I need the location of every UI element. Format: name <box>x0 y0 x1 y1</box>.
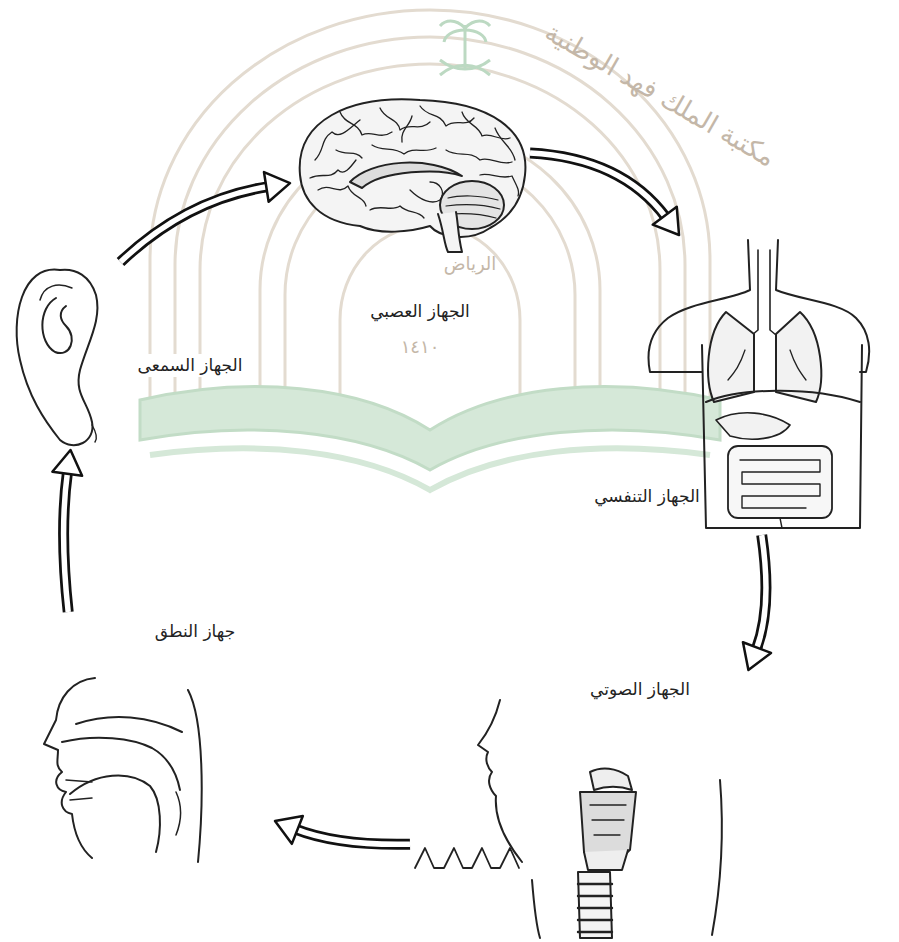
drawing-stroke <box>92 425 96 442</box>
watermark-emblem <box>440 21 490 75</box>
flow-arrow <box>121 172 291 262</box>
articulation-drawing <box>44 678 202 862</box>
drawing-stroke <box>340 225 520 420</box>
drawing-stroke <box>780 518 782 528</box>
system-label: الجهاز العصبي <box>367 300 473 323</box>
drawing-stroke <box>478 700 522 862</box>
watermark-book <box>140 387 720 490</box>
drawing-stroke <box>340 112 392 135</box>
drawing-stroke <box>318 186 366 206</box>
drawing-stroke <box>590 769 632 790</box>
drawing-stroke <box>728 350 806 380</box>
drawing-stroke <box>532 880 540 938</box>
drawing-stroke <box>578 872 612 938</box>
system-label: الجهاز السمعى <box>135 354 246 377</box>
drawing-stroke <box>310 106 519 218</box>
drawing-stroke <box>584 850 628 870</box>
drawing-stroke <box>464 25 467 70</box>
drawing-stroke <box>708 312 754 402</box>
flow-arrow <box>530 153 679 235</box>
vocal-system: الجهاز الصوتي <box>410 670 770 938</box>
drawing-stroke <box>76 717 182 732</box>
arrow-shaft-fill <box>530 153 666 217</box>
drawing-stroke <box>42 298 71 353</box>
vocal-drawing <box>415 700 722 938</box>
drawing-stroke <box>372 145 436 154</box>
drawing-stroke <box>740 460 820 508</box>
drawing-stroke <box>40 285 72 300</box>
drawing-stroke <box>350 163 462 188</box>
drawing-stroke <box>410 182 442 202</box>
drawing-stroke <box>44 678 95 858</box>
system-label: الجهاز التنفسي <box>591 485 703 508</box>
drawing-stroke <box>17 99 870 938</box>
drawing-stroke <box>446 150 512 163</box>
drawing-stroke <box>300 99 526 237</box>
arrow-shaft-fill <box>64 472 69 612</box>
auditory-system: الجهاز السمعى <box>8 262 258 450</box>
arrow-shaft-outline <box>530 153 666 217</box>
brain-drawing <box>300 99 526 252</box>
watermark-text: مكتبة الملك فهد الوطنية <box>539 16 780 173</box>
system-label: الجهاز الصوتي <box>587 678 693 701</box>
arrow-shaft-outline <box>64 472 69 612</box>
drawing-stroke <box>495 128 515 160</box>
drawing-stroke <box>176 792 181 835</box>
ear-drawing <box>17 270 98 446</box>
drawing-stroke <box>66 780 92 800</box>
flow-arrow <box>52 450 82 612</box>
nervous-system: الجهاز العصبي <box>290 95 530 327</box>
watermark-year: ١٤١٠ <box>401 336 440 358</box>
drawing-stroke <box>776 312 821 402</box>
drawing-stroke <box>728 446 832 518</box>
drawing-stroke <box>62 738 180 790</box>
drawing-stroke <box>415 848 519 868</box>
articulation-system: جهاز النطق <box>40 612 275 867</box>
drawing-stroke <box>580 792 636 859</box>
drawing-stroke <box>336 150 362 158</box>
arrow-shaft-outline <box>121 187 269 262</box>
drawing-stroke <box>70 776 160 852</box>
arrow-head <box>52 450 82 476</box>
flow-arrow <box>275 816 410 844</box>
drawing-stroke <box>716 413 790 439</box>
drawing-stroke <box>706 391 860 402</box>
flow-arrow <box>743 535 771 670</box>
drawing-stroke <box>440 21 490 42</box>
arrow-head <box>653 207 679 235</box>
drawing-stroke <box>310 160 356 178</box>
arrow-shaft-outline <box>756 535 766 649</box>
watermark-city: الرياض <box>444 253 497 275</box>
drawing-stroke <box>438 212 462 252</box>
arrow-shaft-fill <box>121 187 269 262</box>
drawing-stroke <box>578 884 612 932</box>
drawing-stroke <box>150 448 710 490</box>
drawing-stroke <box>462 112 510 139</box>
drawing-stroke <box>712 780 722 935</box>
drawing-stroke <box>140 387 720 470</box>
system-label: جهاز النطق <box>152 620 238 643</box>
drawing-stroke <box>440 60 490 75</box>
drawing-stroke <box>402 116 412 142</box>
arrow-shaft-fill <box>756 535 766 649</box>
drawing-stroke <box>590 805 626 835</box>
drawing-stroke <box>420 106 474 126</box>
drawing-stroke <box>17 270 98 446</box>
drawing-stroke <box>175 37 685 420</box>
arrow-head <box>264 172 290 202</box>
arrow-shaft-outline <box>295 829 410 844</box>
drawing-stroke <box>188 690 202 862</box>
arrow-shaft-fill <box>295 829 410 844</box>
drawing-stroke <box>200 64 660 420</box>
respiratory-system: الجهاز التنفسي <box>585 235 870 535</box>
drawing-stroke <box>380 108 430 130</box>
arrow-head <box>275 816 303 844</box>
arrow-head <box>743 642 771 670</box>
drawing-stroke <box>480 174 519 196</box>
drawing-stroke <box>370 206 424 218</box>
